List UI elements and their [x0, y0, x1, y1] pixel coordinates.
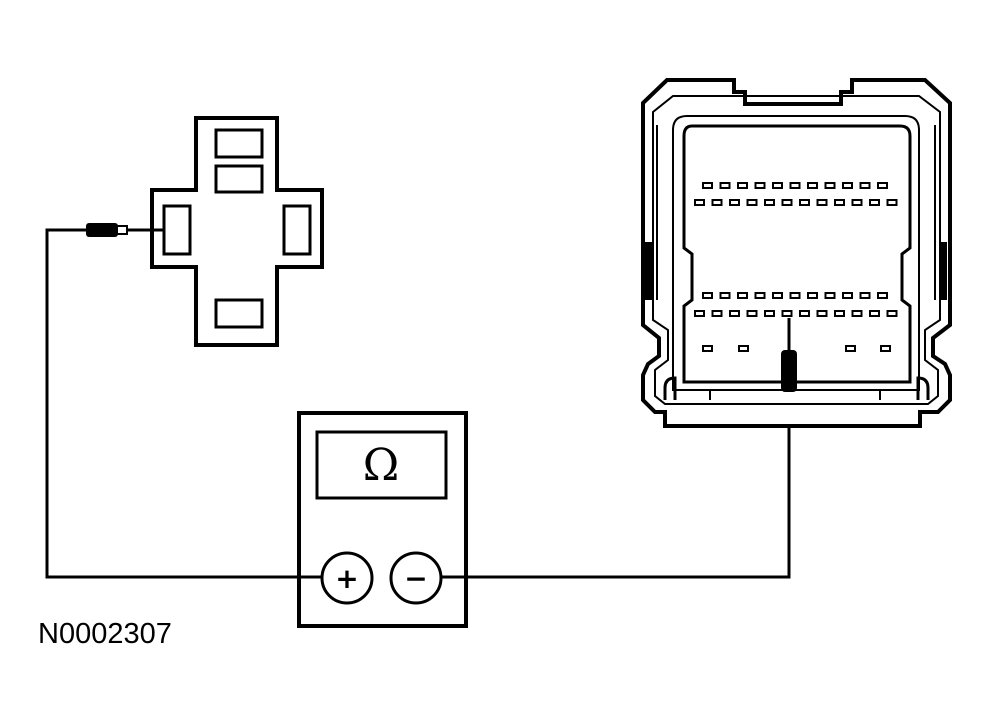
pin-cavity [729, 199, 740, 206]
connector-pins [694, 182, 898, 352]
pin-cavity [719, 292, 731, 299]
pin-cavity [754, 182, 766, 189]
pin-cavity [772, 182, 783, 189]
pin-cavity [799, 199, 810, 206]
left-probe [86, 223, 164, 237]
pin-cavity [702, 182, 713, 189]
pin-cavity [746, 199, 758, 206]
pin-cavity [719, 182, 731, 189]
relay-connector [150, 116, 324, 347]
relay-terminal-bottom [214, 298, 264, 329]
pin-cavity [764, 199, 775, 206]
pin-cavity [781, 199, 793, 206]
pin-cavity [842, 292, 853, 299]
module-connector [641, 78, 952, 428]
pin-cavity [824, 292, 836, 299]
pin-cavity [886, 310, 898, 317]
meter-display [315, 430, 448, 500]
pin-cavity [834, 310, 845, 317]
pin-cavity [845, 345, 856, 352]
pin-cavity [754, 292, 766, 299]
pin-cavity [877, 182, 888, 189]
pin-cavity [880, 345, 891, 352]
pin-cavity [869, 199, 880, 206]
pin-cavity [799, 310, 810, 317]
relay-terminal-left [162, 204, 192, 256]
pin-cavity [781, 310, 793, 317]
pin-cavity [694, 199, 705, 206]
relay-terminal-top-1 [214, 128, 264, 159]
pin-cavity [869, 310, 880, 317]
pin-cavity [807, 182, 818, 189]
pin-cavity [702, 292, 713, 299]
negative-lead [441, 390, 791, 579]
pin-cavity [824, 182, 836, 189]
pin-cavity [877, 292, 888, 299]
negative-jack-label: − [404, 562, 427, 595]
pin-cavity [789, 182, 801, 189]
pin-cavity [711, 310, 723, 317]
pin-cavity [737, 292, 748, 299]
relay-terminal-right [282, 204, 312, 256]
positive-lead [45, 228, 322, 579]
pin-cavity [834, 199, 845, 206]
ohm-symbol: Ω [363, 440, 399, 491]
pin-cavity [729, 310, 740, 317]
pin-cavity [807, 292, 818, 299]
pin-cavity [746, 310, 758, 317]
positive-jack-label: + [335, 562, 358, 595]
pin-cavity [738, 345, 749, 352]
right-probe [781, 318, 797, 392]
multimeter: Ω + − [297, 411, 468, 628]
pin-cavity [842, 182, 853, 189]
pin-cavity [859, 292, 871, 299]
pin-cavity [851, 310, 863, 317]
pin-cavity [816, 310, 828, 317]
test-leads [45, 228, 791, 579]
pin-cavity [859, 182, 871, 189]
pin-cavity [694, 310, 705, 317]
figure-id: N0002307 [38, 618, 172, 650]
pin-cavity [772, 292, 783, 299]
pin-cavity [702, 345, 713, 352]
pin-cavity [886, 199, 898, 206]
pin-cavity [711, 199, 723, 206]
pin-cavity [737, 182, 748, 189]
pin-cavity [764, 310, 775, 317]
pin-cavity [816, 199, 828, 206]
pin-cavity [851, 199, 863, 206]
pin-cavity [789, 292, 801, 299]
relay-terminal-top-2 [214, 164, 264, 194]
